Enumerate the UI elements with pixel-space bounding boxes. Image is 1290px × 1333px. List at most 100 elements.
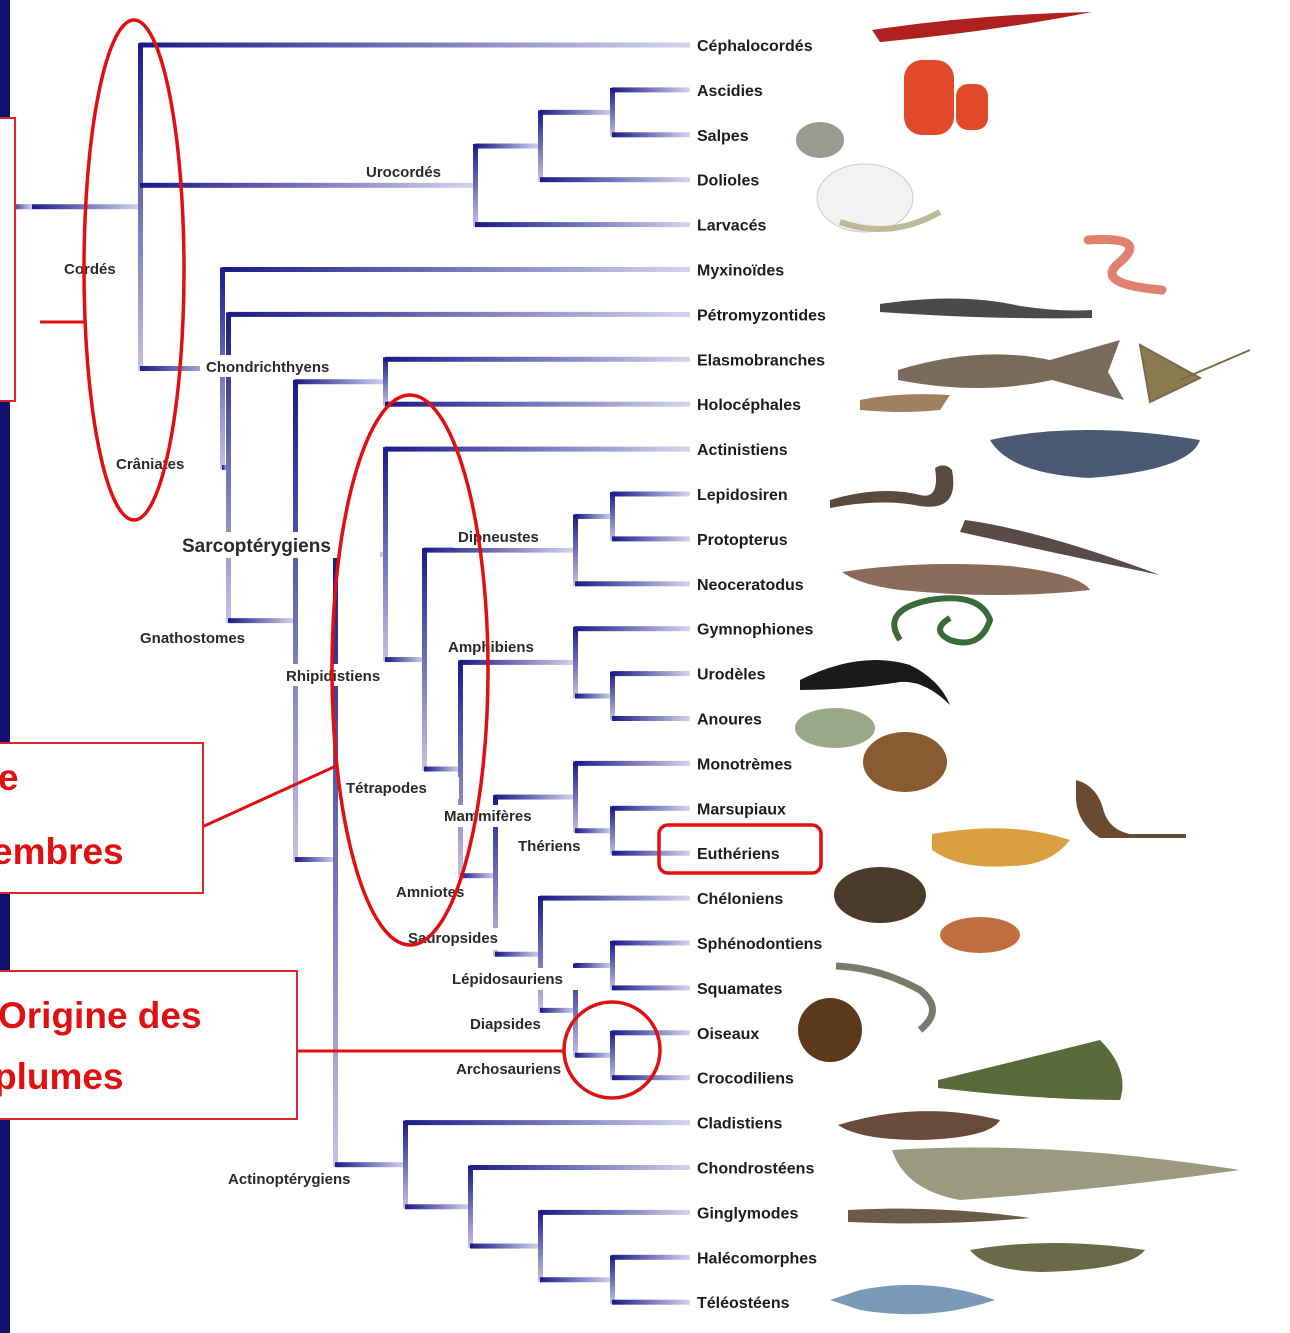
branch-horizontal [612, 492, 690, 497]
branch-horizontal [540, 177, 690, 182]
branch-horizontal [612, 87, 690, 92]
branch-horizontal [140, 43, 690, 48]
branch-vertical [422, 548, 427, 771]
callout-membres-line1: e [0, 756, 19, 800]
branch-horizontal [495, 795, 575, 800]
branch-horizontal [470, 1165, 690, 1170]
branch-horizontal [295, 379, 385, 384]
taxon-label: Ginglymodes [697, 1205, 798, 1222]
callout-membres-line2: embres [0, 830, 124, 874]
taxon-label: Anoures [697, 712, 762, 729]
kangaroo-illustration [1076, 780, 1186, 838]
branch-vertical [610, 88, 615, 137]
clade-label-theriens: Thériens [518, 838, 581, 855]
branch-vertical [573, 514, 578, 585]
taxon-label: Crocodiliens [697, 1071, 794, 1088]
branch-horizontal [575, 581, 690, 586]
branch-horizontal [475, 144, 540, 149]
branch-vertical [458, 660, 463, 877]
ray-illustration [1140, 345, 1250, 402]
branch-horizontal [140, 183, 475, 188]
taxon-label: Dolioles [697, 173, 759, 190]
branch-horizontal [335, 1162, 405, 1167]
clade-label-sarcopterygiens: Sarcoptérygiens [182, 536, 331, 557]
branch-horizontal [295, 857, 335, 862]
branch-horizontal [575, 828, 612, 833]
salp-illustration [796, 122, 844, 158]
clade-label-amphibiens: Amphibiens [448, 639, 534, 656]
branch-horizontal [612, 1255, 690, 1260]
branch-horizontal [612, 941, 690, 946]
taxon-label: Oiseaux [697, 1026, 759, 1043]
branch-horizontal [540, 1210, 690, 1215]
taxon-label: Halécomorphes [697, 1250, 817, 1267]
clade-label-diapsides: Diapsides [470, 1016, 541, 1033]
taxon-label: Céphalocordés [697, 38, 813, 55]
branch-vertical [538, 896, 543, 1012]
branch-horizontal [575, 626, 690, 631]
clade-label-archosauriens: Archosauriens [456, 1061, 561, 1078]
branch-vertical [610, 941, 615, 990]
taxon-labels: CéphalocordésAscidiesSalpesDoliolesLarva… [697, 38, 826, 1312]
taxon-label: Myxinoïdes [697, 263, 784, 280]
branch-vertical [468, 1166, 473, 1249]
clade-label-urocordes: Urocordés [366, 164, 441, 181]
bowfin-illustration [970, 1243, 1145, 1272]
branch-vertical [610, 1255, 615, 1304]
branch-vertical [383, 447, 388, 661]
clade-label-cordes: Cordés [64, 261, 116, 278]
frog-illustration [795, 708, 875, 748]
taxon-label: Chondrostéens [697, 1161, 814, 1178]
taxon-label: Euthériens [697, 846, 780, 863]
branch-horizontal [405, 1204, 470, 1209]
branch-vertical [403, 1121, 408, 1209]
lepidosiren-illustration [830, 465, 953, 508]
taxon-label: Protopterus [697, 532, 788, 549]
branch-vertical [473, 144, 478, 227]
branch-vertical [538, 1210, 543, 1281]
callout-box-top-left [0, 117, 16, 402]
branch-horizontal [495, 952, 540, 957]
taxon-label: Larvacés [697, 218, 766, 235]
lamprey-illustration [880, 298, 1092, 318]
branch-horizontal [540, 1008, 575, 1013]
animal-illustrations [795, 12, 1250, 1314]
taxon-label: Elasmobranches [697, 352, 825, 369]
clade-label-lepidosauriens: Lépidosauriens [452, 971, 563, 988]
branch-horizontal [575, 963, 612, 968]
clade-label-dipneustes: Dipneustes [458, 529, 539, 546]
branch-horizontal [612, 806, 690, 811]
branch-horizontal [575, 514, 612, 519]
taxon-label: Monotrèmes [697, 756, 792, 773]
bichir-illustration [838, 1111, 1000, 1140]
branch-horizontal [475, 222, 690, 227]
branch-horizontal [405, 1120, 690, 1125]
clade-label-chondrichthyens: Chondrichthyens [206, 359, 329, 376]
teleost-illustration [830, 1285, 995, 1314]
branch-horizontal [612, 716, 690, 721]
salamander-illustration [800, 660, 950, 705]
branch-horizontal [612, 851, 690, 856]
branch-vertical [610, 492, 615, 541]
branch-horizontal [470, 1244, 540, 1249]
chimaera-illustration [860, 394, 950, 412]
branch-horizontal [540, 1277, 612, 1282]
branch-horizontal [612, 671, 690, 676]
branch-vertical [610, 806, 615, 855]
taxon-label: Téléostéens [697, 1295, 790, 1312]
branch-horizontal [460, 873, 495, 878]
branch-horizontal [222, 267, 690, 272]
taxon-label: Sphénodontiens [697, 936, 822, 953]
tetrapods-connector-line [202, 766, 336, 827]
coelacanth-illustration [990, 430, 1200, 478]
branch-vertical [383, 357, 388, 406]
doliolum-illustration [817, 164, 913, 232]
clade-label-craniates: Crâniates [116, 456, 184, 473]
eagle-illustration [798, 998, 862, 1062]
lancelet-illustration [872, 12, 1092, 42]
clade-label-sauropsides: Sauropsides [408, 930, 498, 947]
clade-label-tetrapodes: Tétrapodes [346, 780, 427, 797]
tuatara-illustration [940, 917, 1020, 953]
branch-horizontal [575, 761, 690, 766]
